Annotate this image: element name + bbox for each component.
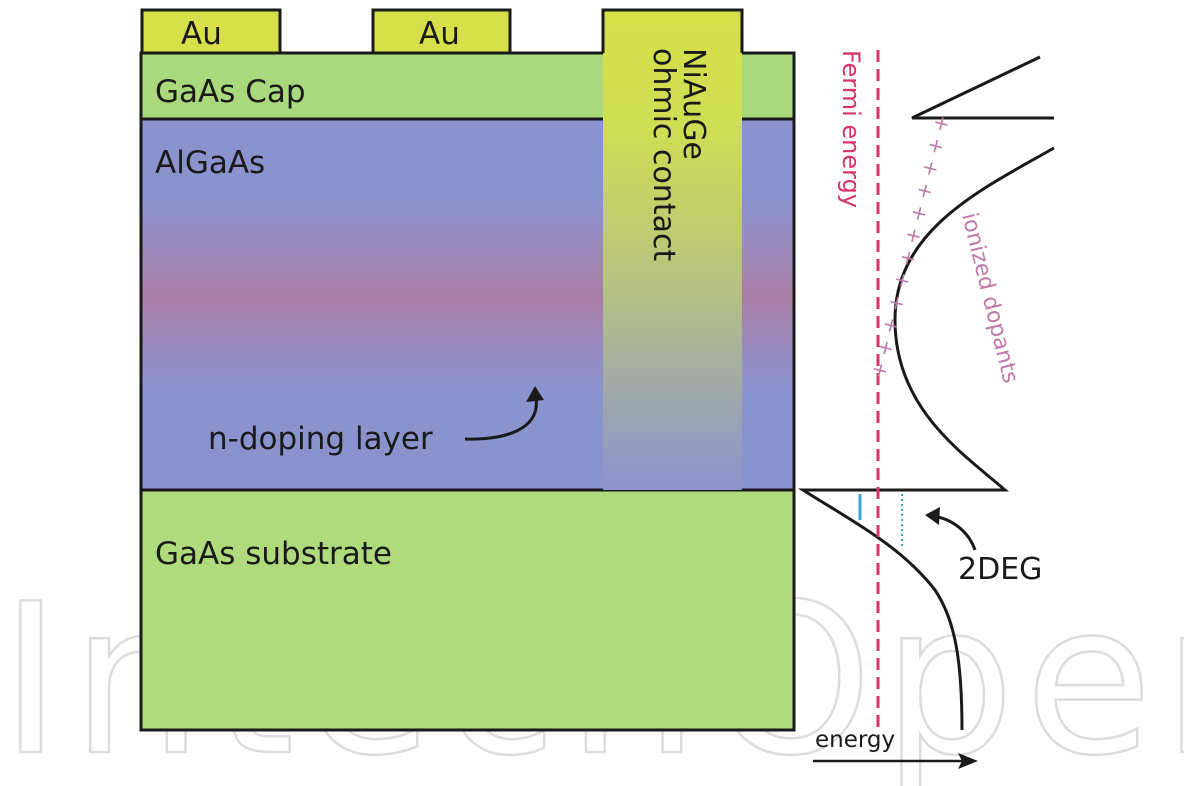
- energy-axis-arrowhead: [958, 753, 978, 769]
- fermi-energy-label: Fermi energy: [837, 50, 865, 208]
- au-gate-left: [140, 8, 282, 55]
- gate-label-left: Au: [181, 16, 222, 52]
- gaas-substrate-layer: [139, 488, 796, 732]
- ohmic-contact-outline: [601, 8, 744, 53]
- ionized-dopants-label: ionized dopants: [956, 210, 1022, 385]
- algaas-label: AlGaAs: [155, 145, 265, 181]
- band-edge-upper: [911, 55, 1054, 120]
- doping-arrowhead: [526, 386, 544, 402]
- substrate-label: GaAs substrate: [155, 536, 392, 572]
- band-edge-curve: [797, 146, 1055, 731]
- contact-label-line2: ohmic contact: [646, 48, 681, 261]
- ohmic-contact: [603, 10, 742, 490]
- energy-axis-label: energy: [815, 727, 895, 753]
- au-gate-right: [371, 8, 512, 55]
- doping-arrow: [464, 391, 538, 441]
- twodeg-label: 2DEG: [958, 552, 1042, 587]
- cap-label: GaAs Cap: [155, 74, 306, 110]
- contact-label-line1: NiAuGe: [676, 48, 711, 160]
- doping-layer-label: n-doping layer: [208, 421, 433, 457]
- twodeg-arrowhead: [925, 507, 940, 525]
- gate-label-right: Au: [419, 16, 460, 52]
